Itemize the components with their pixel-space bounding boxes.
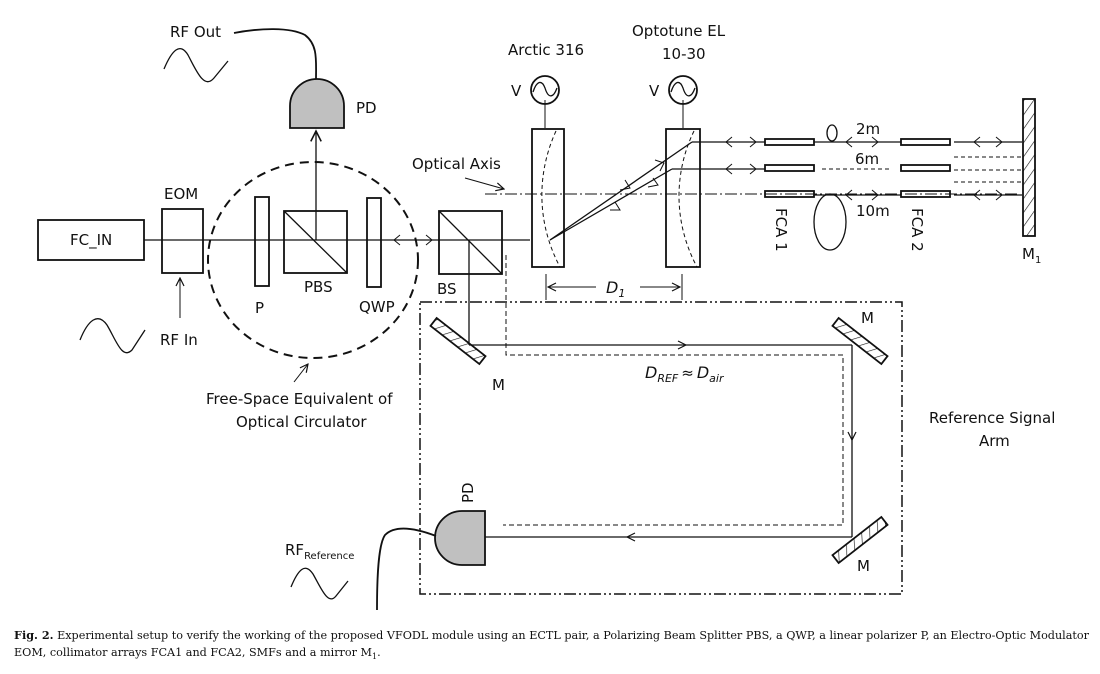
rf-reference-sine-icon [290, 567, 349, 600]
rf-in-sine-icon [79, 318, 146, 354]
d1-label: D1 [606, 278, 625, 300]
arctic-316-lens [531, 128, 565, 268]
pbs-cube [283, 210, 348, 274]
eom-label: EOM [164, 185, 198, 203]
pd-reference-label: PD [459, 482, 477, 503]
figure-caption: Fig. 2. Experimental setup to verify the… [14, 627, 1089, 665]
pbs-label: PBS [304, 278, 333, 296]
caption-text: Experimental setup to verify the working… [14, 629, 1089, 659]
rf-out-sine-icon [163, 48, 229, 83]
fca1-collimator-2 [764, 164, 815, 172]
mirror-m-top-right [831, 316, 889, 366]
rf-out-cable [233, 28, 318, 81]
voltage-source-2 [668, 75, 698, 105]
bs-label: BS [437, 280, 457, 298]
dref-approx-dair-label: DREF≈Dair [645, 363, 725, 385]
mirror-m-label-c: M [857, 557, 870, 575]
reference-arm-label-line1: Reference Signal [929, 409, 1055, 427]
fiber-2m-label: 2m [856, 120, 880, 138]
voltage-label-2: V [649, 82, 660, 100]
rf-in-label: RF In [160, 331, 198, 349]
bs-cube [438, 210, 503, 275]
fiber-10m-label: 10m [856, 202, 890, 220]
fca1-collimator-1 [764, 138, 815, 146]
photodetector-top [289, 78, 345, 129]
circulator-label-line2: Optical Circulator [236, 413, 367, 431]
fc-in-label: FC_IN [70, 231, 112, 250]
reference-arm-boundary [419, 301, 903, 595]
eom-box [161, 208, 204, 274]
fca2-collimator-3 [900, 190, 951, 198]
mirror-m1-label: M1 [1022, 245, 1041, 266]
polarizer-label: P [255, 299, 264, 317]
rf-out-label: RF Out [170, 23, 221, 41]
fca2-collimator-2 [900, 164, 951, 172]
qwp-label: QWP [359, 298, 395, 316]
pd-top-label: PD [356, 99, 377, 117]
qwp-plate [366, 197, 382, 288]
fca2-collimator-1 [900, 138, 951, 146]
optotune-label-line1: Optotune EL [632, 22, 726, 40]
photodetector-reference [434, 510, 486, 566]
rf-reference-cable [376, 527, 437, 611]
fiber-6m-label: 6m [855, 150, 879, 168]
optotune-label-line2: 10-30 [662, 45, 706, 63]
mirror-m-label-a: M [492, 376, 505, 394]
caption-suffix: . [377, 646, 381, 659]
optical-axis-label: Optical Axis [412, 155, 501, 173]
optical-setup-diagram: RF Out PD EOM FC_IN RF In P PBS QWP BS O… [37, 22, 1055, 611]
fca2-label: FCA 2 [908, 208, 926, 252]
fca1-label: FCA 1 [772, 208, 790, 252]
mirror-m-label-b: M [861, 309, 874, 327]
rf-reference-label: RFReference [285, 541, 354, 562]
caption-subscript: 1 [371, 652, 378, 662]
reference-arm-label-line2: Arm [979, 432, 1010, 450]
voltage-label-1: V [511, 82, 522, 100]
circulator-label-line1: Free-Space Equivalent of [206, 390, 393, 408]
mirror-m-bottom-right [831, 515, 889, 565]
fiber-coil-10m [813, 193, 847, 251]
polarizer-plate [254, 196, 270, 287]
circulator-boundary [207, 161, 419, 359]
fca1-collimator-3 [764, 190, 815, 198]
mirror-m1 [1022, 98, 1036, 237]
voltage-source-1 [530, 75, 560, 105]
fiber-coil-2m [826, 124, 838, 142]
optotune-lens [665, 128, 701, 268]
mirror-m-top-left [429, 316, 487, 366]
caption-prefix: Fig. 2. [14, 628, 54, 642]
arctic-316-label: Arctic 316 [508, 41, 584, 59]
